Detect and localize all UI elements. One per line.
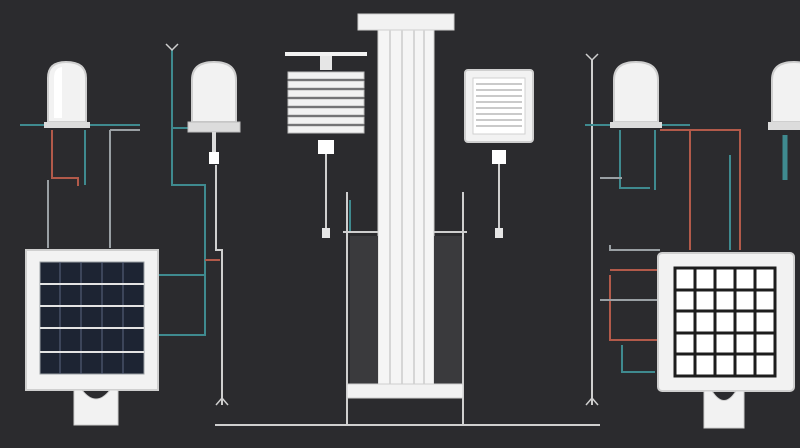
left-dome-sensor-2 [187, 60, 241, 164]
antenna-markers [165, 43, 599, 406]
right-grid-panel [657, 252, 795, 429]
right-dome-sensor [610, 60, 662, 128]
left-dome-sensor [44, 60, 90, 128]
louvered-box [464, 69, 534, 238]
wiring [20, 50, 800, 425]
radiation-shield [285, 52, 367, 238]
central-pillar [346, 13, 464, 399]
left-solar-panel [25, 249, 159, 426]
right-dome-sensor-2 [768, 60, 800, 130]
